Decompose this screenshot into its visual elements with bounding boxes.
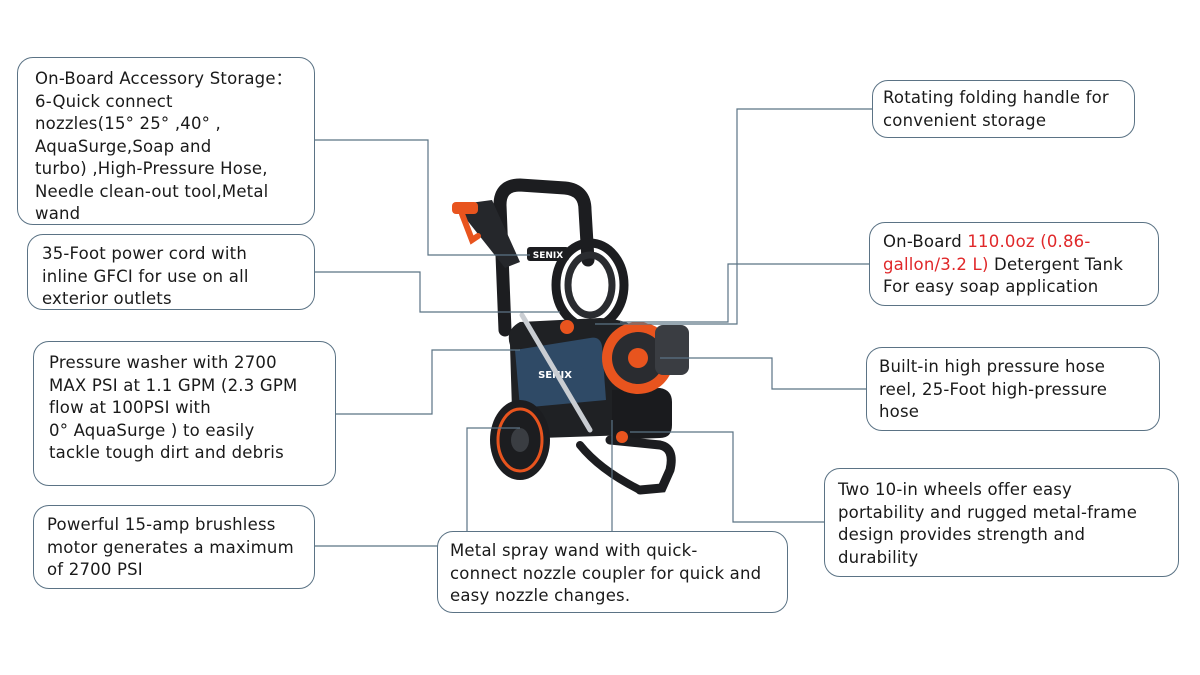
brand-logo-top: SENIX <box>533 251 564 261</box>
callout-spray-wand: Metal spray wand with quick- connect noz… <box>437 531 788 613</box>
metal-frame <box>605 435 676 495</box>
leader-motor <box>315 427 520 547</box>
leader-wheels <box>630 431 824 523</box>
callout-motor: Powerful 15-amp brushless motor generate… <box>33 505 315 589</box>
tank-text-prefix: On-Board <box>883 232 968 251</box>
tank-capacity-highlight: 110.0oz (0.86- gallon/3.2 L) <box>883 232 1091 274</box>
leader-pressure <box>336 349 520 415</box>
leader-tank <box>620 263 869 323</box>
callout-hose-reel: Built-in high pressure hose reel, 25-Foo… <box>866 347 1160 431</box>
leader-storage <box>310 139 530 256</box>
spray-gun <box>455 200 520 268</box>
callout-power-cord: 35-Foot power cord with inline GFCI for … <box>27 234 315 310</box>
callout-wheels-frame: Two 10-in wheels offer easy portability … <box>824 468 1179 577</box>
detergent-tank <box>612 388 672 440</box>
callout-pressure-rating: Pressure washer with 2700 MAX PSI at 1.1… <box>33 341 336 486</box>
leader-reel <box>660 357 866 390</box>
tank-text-suffix: Detergent Tank For easy soap application <box>883 254 1124 297</box>
callout-accessory-storage: On-Board Accessory Storage： 6-Quick conn… <box>17 57 315 225</box>
callout-folding-handle: Rotating folding handle for convenient s… <box>872 80 1135 138</box>
leader-handle <box>595 108 872 325</box>
callout-detergent-tank: On-Board 110.0oz (0.86- gallon/3.2 L) De… <box>869 222 1159 306</box>
leader-cord <box>315 271 560 313</box>
folding-handle <box>493 178 595 337</box>
metal-wand <box>519 312 593 433</box>
